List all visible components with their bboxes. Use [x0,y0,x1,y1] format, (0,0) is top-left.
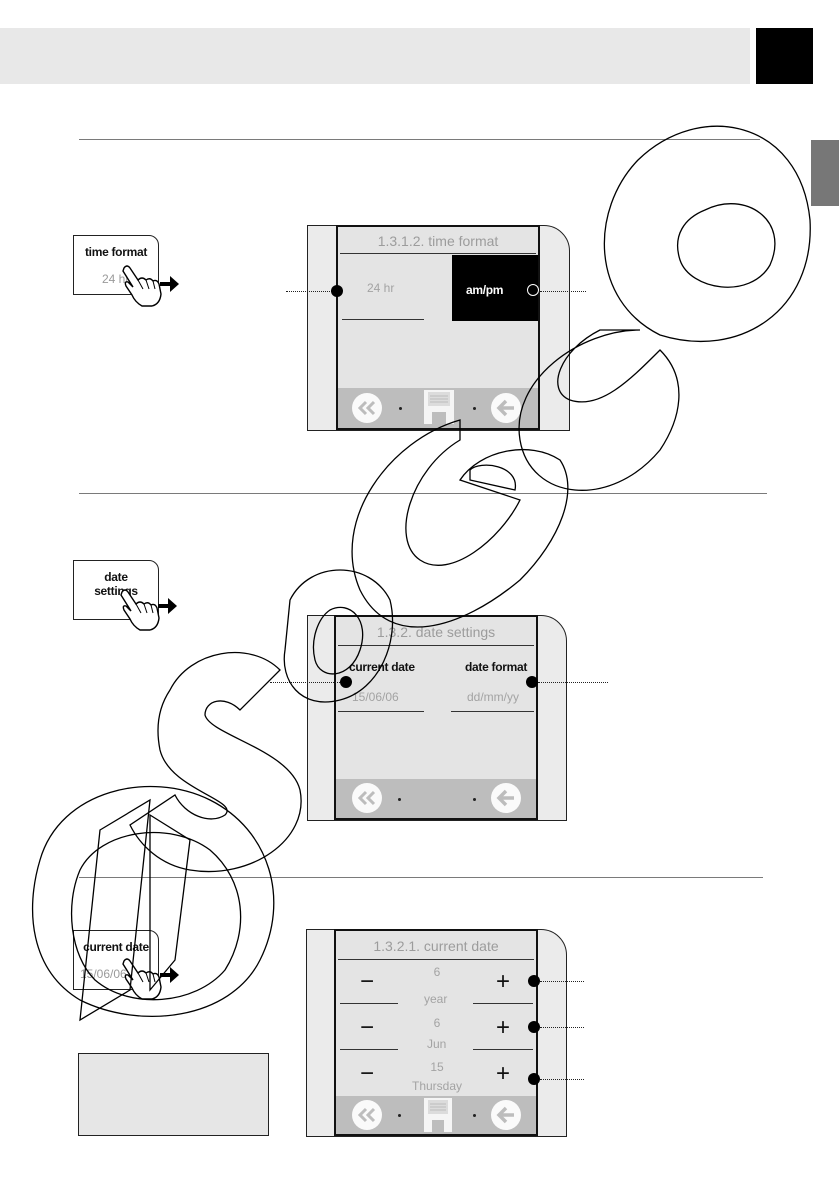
increment-button[interactable]: + [496,968,511,995]
increment-button[interactable]: + [496,1060,511,1087]
callout-bullet [528,1073,540,1085]
year-label: year [424,992,448,1006]
section-divider [79,877,763,878]
screen-divider [340,253,536,254]
row-divider [340,1003,398,1004]
day-label: Thursday [412,1079,463,1093]
button-title: current date [83,940,149,954]
month-value: 6 [433,1016,441,1030]
date-format-label[interactable]: date format [465,660,528,674]
decrement-button[interactable]: − [360,1014,375,1041]
screen-title: 1.3.2. date settings [376,624,496,640]
note-box [78,1053,269,1136]
floppy-disk-icon[interactable] [424,1098,452,1132]
separator-dot [473,798,476,801]
pointing-hand-icon [120,589,177,631]
option-ampm-selected[interactable] [452,255,538,321]
time-format-button[interactable]: time format 24 hr [73,235,159,295]
section-divider [79,493,767,494]
callout-bullet [527,284,539,296]
button-title: time format [84,245,148,259]
header-block [756,28,813,84]
month-label: Jun [427,1037,447,1051]
section-divider [79,139,760,140]
screen-divider [338,645,534,646]
option-24hr[interactable]: 24 hr [367,281,395,295]
current-date-value: 15/06/06 [352,690,399,704]
screen-divider [338,959,534,960]
callout-line [270,682,340,683]
screen-title: 1.3.1.2. time format [377,233,499,249]
screen-title: 1.3.2.1. current date [373,938,499,954]
separator-dot [399,407,402,410]
separator-dot [398,798,401,801]
callout-line [540,1079,584,1080]
decrement-button[interactable]: − [360,1060,375,1087]
option-underline [338,711,424,712]
increment-button[interactable]: + [496,1014,511,1041]
arrow-left-icon[interactable] [491,783,521,813]
row-divider [340,1049,398,1050]
callout-line [540,291,586,292]
option-underline [451,711,534,712]
side-tab [811,140,839,206]
day-value: 15 [430,1060,444,1074]
date-format-value: dd/mm/yy [467,690,520,704]
pointing-hand-icon [122,958,179,1000]
arrow-left-icon[interactable] [491,393,521,423]
callout-line [538,682,608,683]
double-chevron-left-icon[interactable] [352,1100,382,1130]
separator-dot [473,1114,476,1117]
current-date-label[interactable]: current date [349,660,415,674]
callout-bullet [526,676,538,688]
callout-line [540,1027,584,1028]
separator-dot [473,407,476,410]
callout-bullet [528,975,540,987]
button-title-line1: date [104,570,128,584]
row-divider [473,1003,533,1004]
option-ampm-label: am/pm [466,283,504,297]
option-underline [342,319,424,320]
callout-bullet [340,676,352,688]
callout-bullet [528,1021,540,1033]
button-value: 24 hr [102,272,130,286]
row-divider [473,1049,533,1050]
double-chevron-left-icon[interactable] [352,783,382,813]
arrow-left-icon[interactable] [491,1100,521,1130]
decrement-button[interactable]: − [360,968,375,995]
callout-line [540,981,584,982]
floppy-disk-icon[interactable] [424,390,454,424]
header-bar [0,28,750,84]
callout-bullet [331,285,343,297]
pointing-hand-icon [122,265,179,307]
callout-line [286,291,336,292]
year-value: 6 [433,965,441,979]
double-chevron-left-icon[interactable] [352,393,382,423]
separator-dot [398,1114,401,1117]
